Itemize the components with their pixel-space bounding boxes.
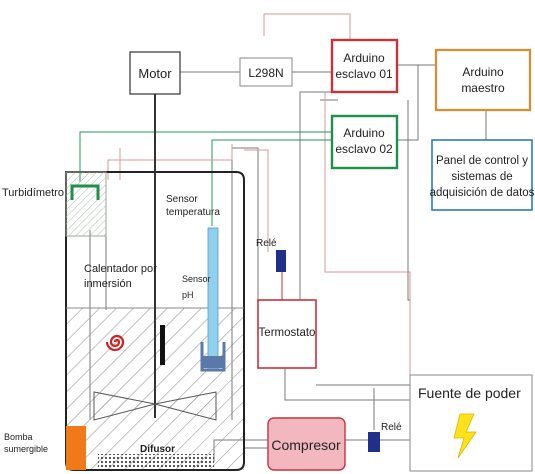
panel-label-2: sistemas de — [451, 171, 512, 183]
relay-top-body — [276, 250, 286, 272]
ph-sensor-label-1: Sensor — [182, 274, 211, 284]
slave1-label-1: Arduino — [343, 51, 385, 65]
ph-sensor-probe — [200, 342, 226, 372]
wire-green-slave2-b — [211, 139, 332, 226]
motor-label: Motor — [138, 66, 172, 81]
slave2-box: Arduino esclavo 02 — [330, 114, 399, 170]
wire-green-slave2 — [79, 131, 332, 182]
thermostat-box: Termostato — [257, 299, 317, 369]
panel-box: Panel de control y sistemas de adquisici… — [430, 139, 535, 211]
turbidimeter-sensor-icon — [70, 184, 100, 200]
master-label-1: Arduino — [462, 65, 504, 79]
submersible-pump: Bomba sumergible — [4, 426, 86, 470]
diffuser-bed — [98, 454, 214, 468]
ph-sensor-tip — [203, 356, 223, 368]
pump-label-2: sumergible — [4, 444, 48, 454]
wire-slave2-master — [397, 65, 419, 141]
heater-label-1: Calentador por — [84, 263, 157, 275]
slave1-box: Arduino esclavo 01 — [330, 38, 399, 94]
master-box: Arduino maestro — [434, 48, 532, 112]
turbidimeter-label: Turbidímetro — [2, 187, 64, 199]
driver-box: L298N — [239, 57, 293, 87]
stirrer — [93, 94, 217, 421]
temperature-sensor-probe — [207, 227, 219, 371]
wire-relay-top-in — [232, 147, 282, 301]
turbidimeter: Turbidímetro — [2, 171, 107, 237]
stirrer-blade-left — [93, 391, 156, 421]
ph-sensor: Sensor pH — [182, 274, 226, 372]
immersion-heater: Calentador por inmersión — [84, 263, 165, 365]
lightning-bolt-icon — [453, 413, 477, 459]
relay-bottom: Relé — [368, 422, 402, 452]
wire-master-panel — [482, 110, 487, 141]
turbidimeter-housing — [65, 171, 107, 237]
heater-label-2: inmersión — [84, 278, 132, 290]
diffuser: Difusor — [98, 444, 214, 468]
compressor-box: Compresor — [267, 417, 346, 471]
master-label-2: maestro — [461, 81, 505, 95]
relay-bottom-label: Relé — [381, 422, 402, 433]
thermostat-label: Termostato — [259, 327, 316, 339]
panel-label-3: adquisición de datos — [430, 187, 535, 199]
slave2-label-2: esclavo 02 — [335, 142, 393, 156]
diffuser-label: Difusor — [140, 444, 175, 455]
heater-element — [160, 325, 165, 365]
wire-slave1-to-thermostat — [299, 91, 340, 300]
temperature-sensor-label-1: Sensor — [166, 194, 198, 205]
compressor-label: Compresor — [271, 437, 341, 453]
wire-pink-heater — [107, 144, 233, 180]
power-supply-box: Fuente de poder — [409, 374, 533, 472]
pump-label-1: Bomba — [4, 432, 33, 442]
wire-slave1-top — [263, 13, 351, 40]
wire-power-3 — [284, 368, 410, 401]
wire-power-1 — [324, 92, 411, 375]
relay-top: Relé — [256, 238, 286, 272]
motor-box: Motor — [129, 51, 181, 95]
relay-bottom-body — [368, 432, 380, 452]
pump-body — [66, 426, 86, 470]
panel-label-1: Panel de control y — [436, 155, 528, 167]
power-supply-label: Fuente de poder — [418, 385, 521, 401]
wire-power-2 — [407, 100, 410, 301]
temperature-sensor-label-2: temperatura — [166, 207, 220, 218]
driver-label: L298N — [248, 66, 283, 80]
slave2-label-1: Arduino — [343, 126, 385, 140]
slave1-label-2: esclavo 01 — [335, 67, 393, 81]
spiral-icon — [105, 334, 125, 352]
wire-relay-top-pink — [244, 149, 269, 252]
ph-sensor-label-2: pH — [182, 290, 194, 300]
stirrer-blade-right — [154, 391, 217, 421]
relay-top-label: Relé — [256, 238, 277, 249]
